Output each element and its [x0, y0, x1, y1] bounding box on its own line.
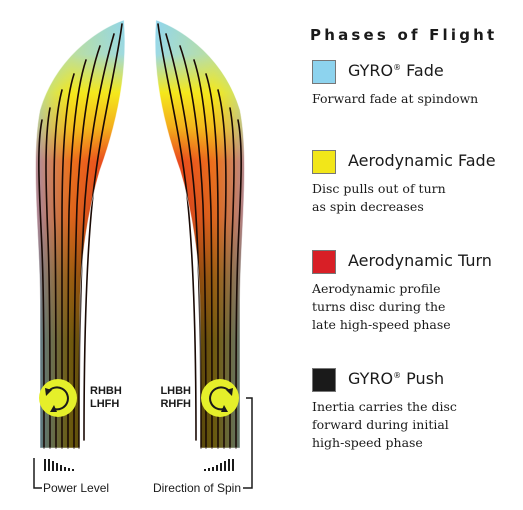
power-level-bars-icon: [44, 459, 74, 471]
power-level-indicator: Power Level: [33, 458, 109, 495]
legend-item-title: Aerodynamic Fade: [348, 151, 496, 170]
right-flight-path: LHBH RHFH: [154, 19, 245, 449]
left-flight-path: RHBH LHFH: [35, 19, 126, 449]
spin-strength-bars-icon: [204, 459, 234, 471]
clockwise-spin-icon: [201, 379, 239, 417]
legend-item-title: Aerodynamic Turn: [348, 251, 492, 270]
right-style-label-2: RHFH: [160, 398, 191, 410]
legend-title: Phases of Flight: [310, 26, 498, 44]
gyro-push-swatch: [312, 368, 336, 392]
legend-item-description: Disc pulls out of turn as spin decreases: [312, 181, 446, 214]
legend-item-title: GYRO® Fade: [348, 61, 444, 80]
legend-item-description: Aerodynamic profile turns disc during th…: [312, 281, 451, 332]
power-level-label: Power Level: [43, 481, 109, 495]
direction-of-spin-indicator: Direction of Spin: [153, 397, 253, 495]
direction-of-spin-label: Direction of Spin: [153, 481, 241, 495]
left-style-label-1: RHBH: [90, 385, 122, 397]
aerodynamic-turn-swatch: [312, 250, 336, 274]
right-style-label-1: LHBH: [160, 385, 191, 397]
legend-item-title: GYRO® Push: [348, 369, 445, 388]
counterclockwise-spin-icon: [39, 379, 77, 417]
legend-item-description: Inertia carries the disc forward during …: [312, 399, 457, 450]
legend-item-description: Forward fade at spindown: [312, 91, 479, 106]
gyro-fade-swatch: [312, 60, 336, 84]
left-style-label-2: LHFH: [90, 398, 119, 410]
aerodynamic-fade-swatch: [312, 150, 336, 174]
